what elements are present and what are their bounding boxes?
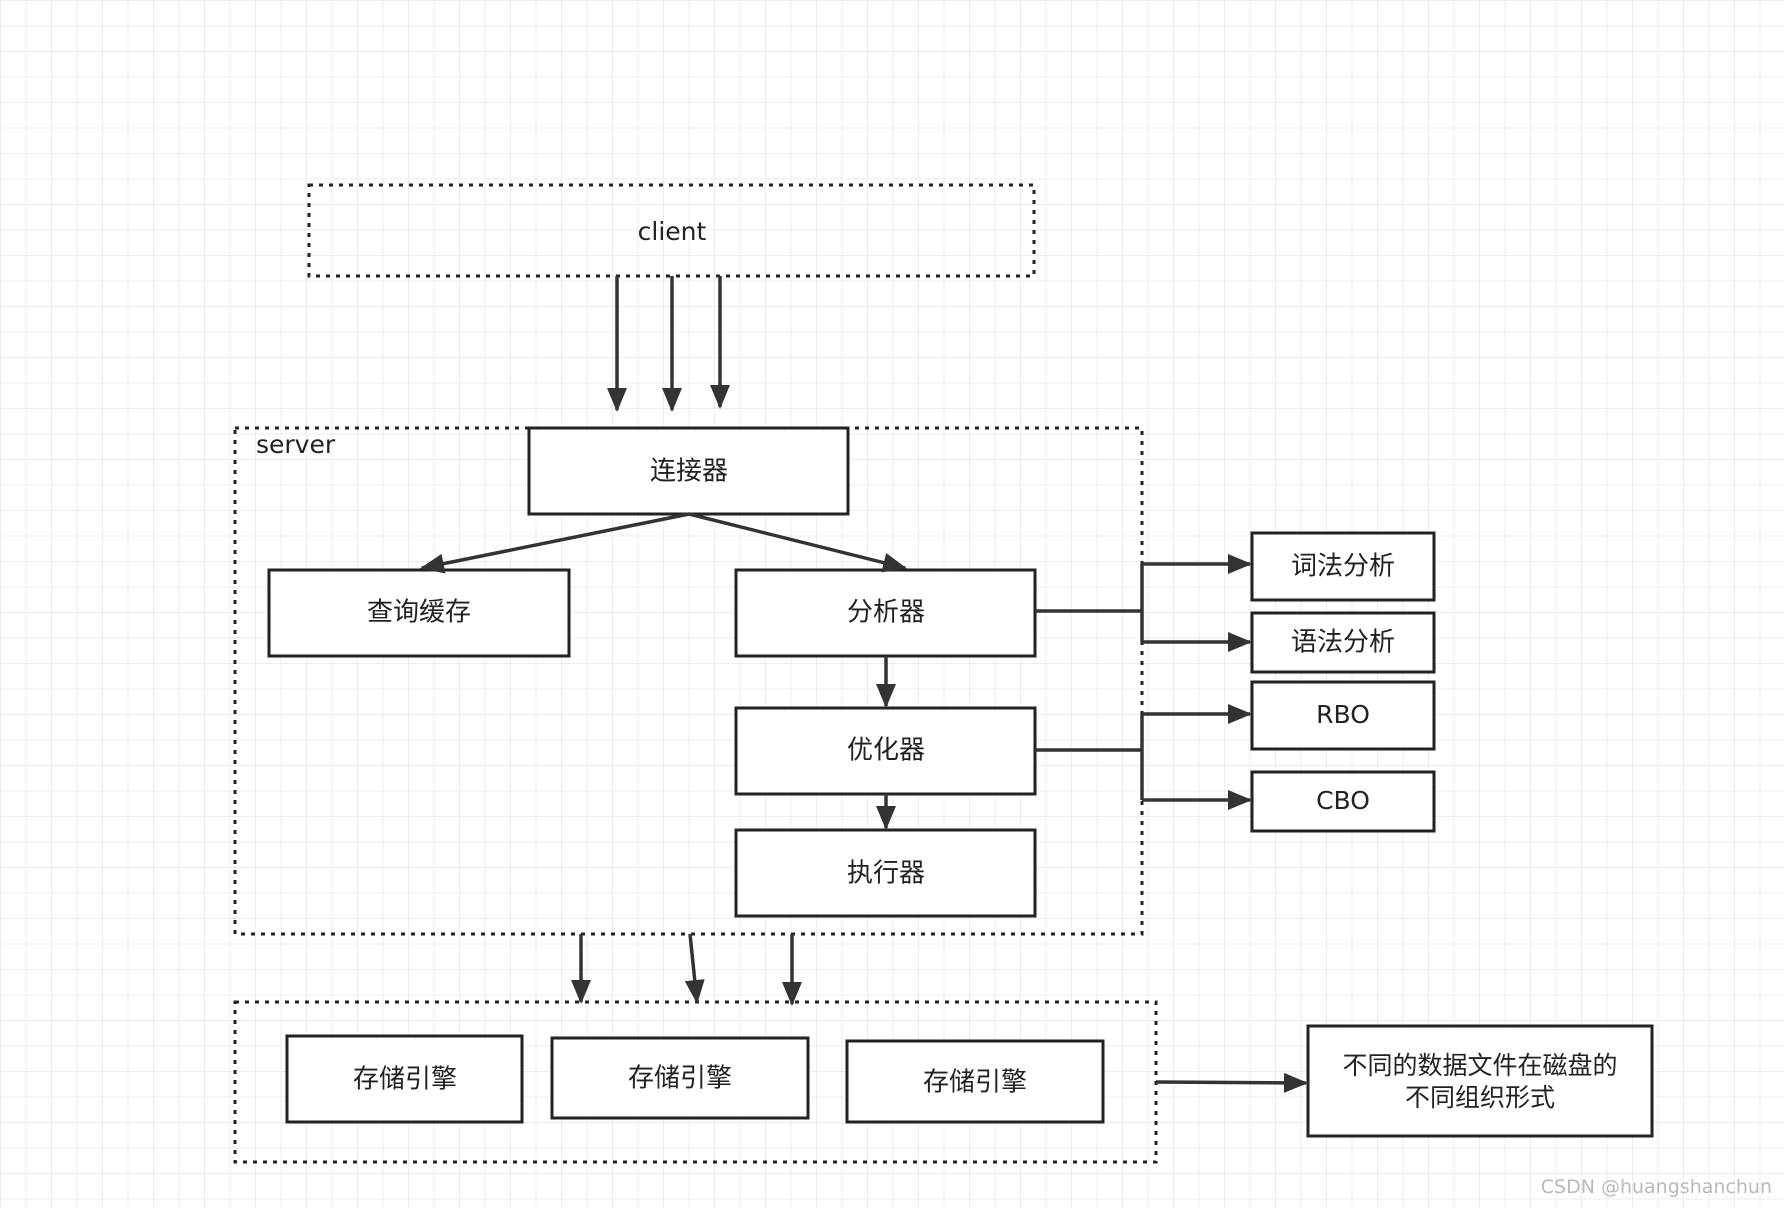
lexical-analysis-box — [1250, 531, 1436, 602]
watermark: CSDN @huangshanchun — [1540, 1176, 1772, 1198]
arrow-storage-to-note — [1155, 1072, 1308, 1093]
storage-note-line-2: 不同组织形式 — [1405, 1083, 1555, 1112]
analyzer-label: 分析器 — [847, 598, 925, 628]
arrow-connector-to-cache — [420, 512, 690, 574]
arrow-connector-to-analyzer — [688, 512, 907, 573]
storage-engine-label-2: 存储引擎 — [628, 1064, 732, 1094]
rbo-box — [1250, 680, 1436, 751]
client-label: client — [638, 217, 707, 246]
syntax-analysis-box — [1250, 611, 1436, 674]
arrow-server-to-storage-2 — [684, 933, 705, 1004]
storage-engine-label-3: 存储引擎 — [923, 1068, 1027, 1098]
lexical-analysis-label: 词法分析 — [1291, 552, 1395, 582]
rbo-label: RBO — [1316, 700, 1370, 729]
executor-label: 执行器 — [847, 859, 925, 889]
storage-engine-box-1 — [285, 1034, 524, 1124]
executor-box — [734, 828, 1037, 918]
analyzer-box — [734, 568, 1037, 658]
connector-label: 连接器 — [650, 457, 728, 487]
client-container — [307, 183, 1036, 278]
storage-note-box — [1306, 1024, 1654, 1138]
storage-engine-box-3 — [845, 1039, 1105, 1124]
storage-engine-label-1: 存储引擎 — [353, 1065, 457, 1095]
query-cache-label: 查询缓存 — [367, 598, 471, 628]
syntax-analysis-label: 语法分析 — [1291, 628, 1395, 658]
query-cache-box — [267, 568, 571, 658]
server-label: server — [256, 430, 336, 459]
storage-note-line-1: 不同的数据文件在磁盘的 — [1342, 1051, 1617, 1080]
connector-box — [527, 426, 850, 516]
cbo-box — [1250, 770, 1436, 833]
optimizer-label: 优化器 — [847, 736, 925, 766]
cbo-label: CBO — [1316, 786, 1370, 815]
storage-engine-box-2 — [550, 1036, 810, 1120]
